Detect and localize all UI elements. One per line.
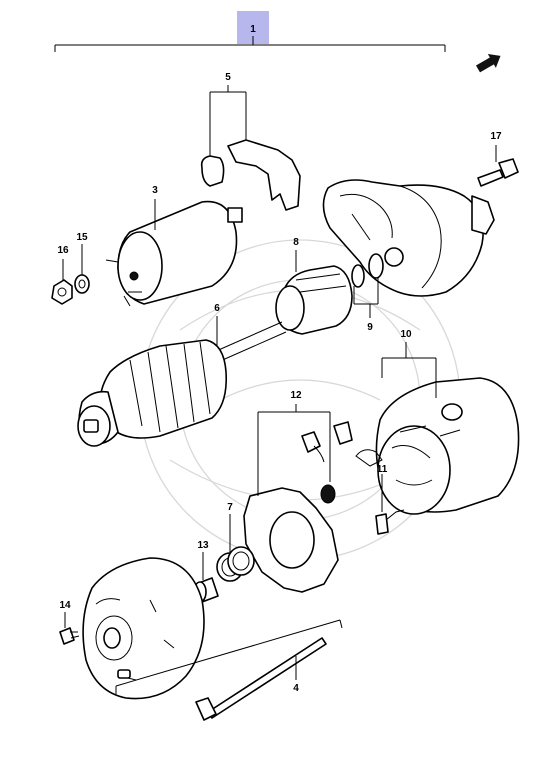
part-12-brush-holder: 12	[243, 390, 353, 593]
callout-1: 1	[250, 24, 256, 35]
callout-6: 6	[214, 303, 220, 314]
part-3-solenoid: 3	[105, 185, 243, 307]
part-10-yoke: 10	[375, 329, 520, 515]
callout-3: 3	[152, 185, 158, 196]
callout-10: 10	[400, 329, 412, 340]
part-4-through-bolt: 4	[115, 619, 343, 721]
drive-housing	[322, 179, 495, 297]
callout-5: 5	[225, 72, 231, 83]
callout-8: 8	[293, 237, 299, 248]
part-6-armature: 6	[77, 303, 287, 447]
callout-9: 9	[367, 322, 373, 333]
part-5-shift-lever: 5	[200, 72, 301, 211]
part-16-nut: 16	[51, 245, 73, 305]
callout-4: 4	[293, 683, 299, 694]
part-15-washer: 15	[74, 232, 90, 294]
part-8-clutch: 8	[275, 237, 353, 335]
callout-16: 16	[57, 245, 69, 256]
commutator-end-frame	[82, 557, 205, 700]
callout-15: 15	[76, 232, 88, 243]
part-11-terminal: 11	[355, 449, 405, 535]
callout-14: 14	[59, 600, 71, 611]
assembly-header: 1	[54, 11, 446, 52]
part-7-washers: 7	[216, 502, 255, 582]
callout-7: 7	[227, 502, 233, 513]
part-9-stop-ring: 9	[351, 253, 384, 333]
callout-17: 17	[490, 131, 502, 142]
callout-12: 12	[290, 390, 302, 401]
callout-13: 13	[197, 540, 209, 551]
forward-arrow-icon	[476, 54, 501, 73]
part-17-bolt: 17	[477, 131, 519, 187]
part-14-screw: 14	[59, 600, 80, 645]
callout-11: 11	[377, 464, 388, 475]
